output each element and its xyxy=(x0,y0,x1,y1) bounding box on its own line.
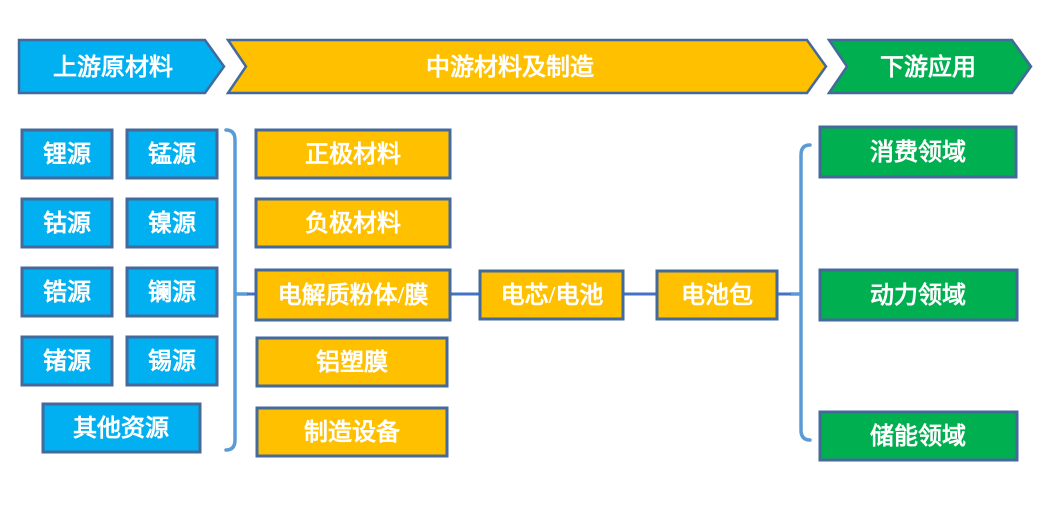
box-label: 锆源 xyxy=(43,279,91,306)
box-anode-material: 负极材料 xyxy=(254,197,452,249)
box-other-resources: 其他资源 xyxy=(41,402,202,454)
stage-arrow-upstream: 上游原材料 xyxy=(17,38,226,95)
box-label: 锂源 xyxy=(43,141,91,168)
stage-arrow-midstream: 中游材料及制造 xyxy=(225,38,828,95)
box-label: 铝塑膜 xyxy=(316,349,388,376)
box-label: 电解质粉体/膜 xyxy=(278,281,429,309)
box-label: 镧源 xyxy=(148,279,196,306)
box-cobalt-source: 钴源 xyxy=(20,197,114,249)
box-cell-battery: 电芯/电池 xyxy=(478,269,625,321)
box-manufacturing-equipment: 制造设备 xyxy=(255,406,449,458)
box-label: 镍源 xyxy=(148,209,196,237)
box-label: 钴源 xyxy=(43,210,91,237)
downstream-arrow-label: 下游应用 xyxy=(880,53,976,81)
box-label: 储能领域 xyxy=(870,422,966,450)
box-label: 锰源 xyxy=(148,140,196,168)
box-label: 其他资源 xyxy=(73,415,169,442)
box-label: 正极材料 xyxy=(305,141,401,168)
box-label: 锡源 xyxy=(148,348,196,375)
midstream-arrow-label: 中游材料及制造 xyxy=(426,53,594,81)
box-zirconium-source: 锆源 xyxy=(20,266,114,318)
upstream-group-bracket xyxy=(224,128,249,452)
box-label: 负极材料 xyxy=(305,210,401,237)
box-germanium-source: 锗源 xyxy=(20,335,114,387)
box-label: 电芯/电池 xyxy=(501,282,604,309)
box-label: 动力领域 xyxy=(870,281,966,309)
box-aluminum-plastic-film: 铝塑膜 xyxy=(255,336,449,388)
box-power-field: 动力领域 xyxy=(818,268,1019,322)
box-label: 电池包 xyxy=(681,281,753,309)
box-battery-pack: 电池包 xyxy=(655,269,779,321)
box-label: 锗源 xyxy=(43,348,91,375)
downstream-arrow-shape xyxy=(826,38,1033,95)
upstream-arrow-label: 上游原材料 xyxy=(53,53,173,81)
box-energy-storage-field: 储能领域 xyxy=(818,410,1019,462)
box-nickel-source: 镍源 xyxy=(125,197,219,249)
box-tin-source: 锡源 xyxy=(125,335,219,387)
box-label: 消费领域 xyxy=(870,138,966,166)
midstream-arrow-shape xyxy=(225,38,828,95)
box-cathode-material: 正极材料 xyxy=(254,128,452,180)
stage-arrow-downstream: 下游应用 xyxy=(826,38,1033,95)
upstream-arrow-shape xyxy=(17,38,226,95)
box-lithium-source: 锂源 xyxy=(20,128,114,180)
box-manganese-source: 锰源 xyxy=(125,128,219,180)
downstream-group-bracket xyxy=(789,143,812,442)
box-lanthanum-source: 镧源 xyxy=(125,266,219,318)
box-label: 制造设备 xyxy=(304,418,401,446)
box-electrolyte-powder-film: 电解质粉体/膜 xyxy=(254,268,452,322)
box-consumer-field: 消费领域 xyxy=(818,125,1018,179)
